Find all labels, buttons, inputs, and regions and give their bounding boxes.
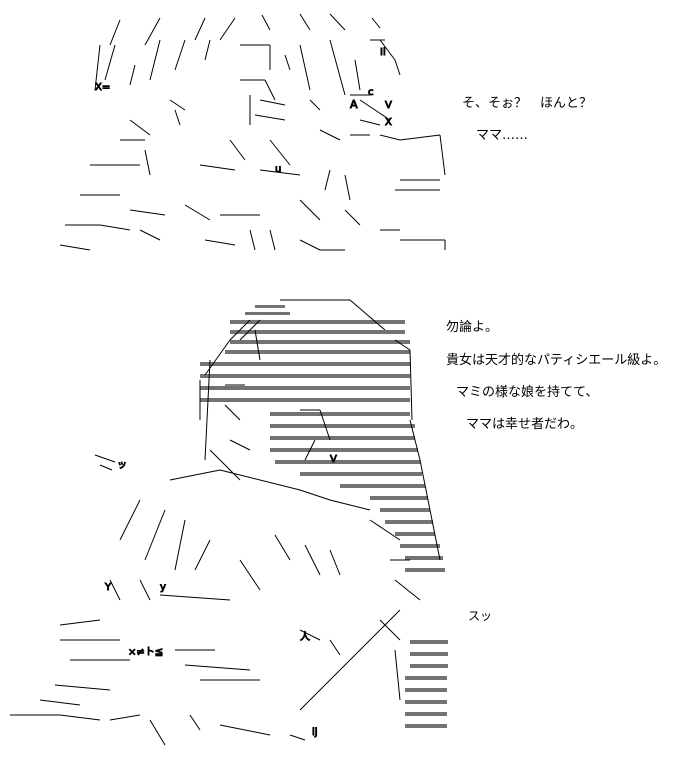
svg-text:X=: X= [95, 82, 110, 93]
svg-text:Il: Il [380, 47, 386, 58]
dialogue-line: ママは幸せ者だわ。 [466, 417, 584, 432]
svg-text:X: X [385, 117, 392, 128]
dialogue-line: マミの様な娘を持てて、 [456, 385, 599, 400]
svg-text:A: A [350, 98, 358, 111]
bottom-character-art: ッ Y y ×≠ト≦ V 人 lj [10, 299, 441, 746]
svg-text:ッ: ッ [117, 460, 127, 471]
sound-effect: スッ [468, 609, 493, 623]
svg-text:V: V [330, 454, 337, 465]
svg-text:lj: lj [312, 727, 318, 738]
svg-text:c: c [368, 87, 374, 98]
svg-text:人: 人 [300, 631, 310, 643]
dialogue-line: ママ…… [476, 128, 529, 143]
dialogue-line: 勿論よ。 [446, 320, 499, 335]
svg-text:V: V [385, 100, 392, 111]
svg-text:×≠ト≦: ×≠ト≦ [128, 647, 163, 658]
dotted-shading [200, 305, 448, 728]
top-character-art: X= Il c A V X u [59, 13, 446, 251]
svg-text:y: y [160, 582, 166, 593]
dialogue-line: 貴女は天才的なパティシエール級よ。 [446, 353, 667, 368]
svg-text:u: u [275, 164, 281, 175]
svg-text:Y: Y [104, 582, 112, 593]
dialogue-line: そ、そぉ？ ほんと？ [462, 96, 593, 111]
